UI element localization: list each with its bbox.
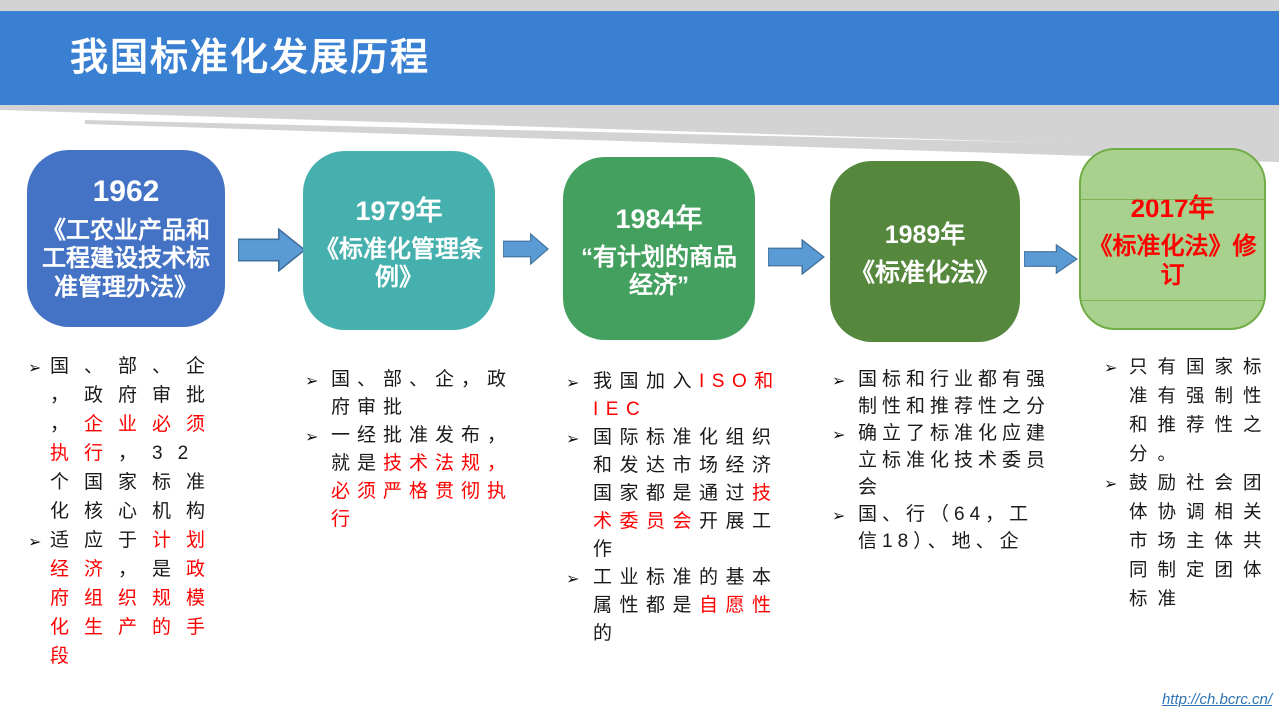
body-text: 只有国家标准有强制性和推荐性之分。	[1129, 356, 1272, 464]
list-item: ➢ 国标和行业都有强制性和推荐性之分	[832, 366, 1053, 420]
body-text: 的	[593, 623, 620, 644]
page-title: 我国标准化发展历程	[70, 37, 431, 79]
timeline-box-name: 《标准化法》修订	[1088, 233, 1257, 289]
list-item: ➢ 适应于计划经济，是政府组织规模化生产的手段	[28, 526, 226, 671]
timeline-box-1984: 1984年 “有计划的商品经济”	[563, 157, 755, 340]
arrow-bullet-icon: ➢	[305, 373, 319, 390]
bullet-list: ➢ 国标和行业都有强制性和推荐性之分 ➢ 确立了标准化应建立标准化技术委员会 ➢ 国、行（…	[832, 366, 1053, 555]
right-arrow-icon	[503, 233, 549, 265]
timeline-box-name: 《标准化管理条例》	[315, 235, 483, 291]
gray-wedge-decoration	[0, 105, 1279, 162]
list-item: ➢ 工业标准的基本属性都是自愿性的	[566, 564, 784, 648]
bullet-list: ➢ 国、部、企，政府审批 ➢ 一经批准发布，就是技术法规，必须严格贯彻执行	[305, 366, 519, 534]
list-item: ➢ 国、部、企，政府审批，企业必须执行，32个国家标准化核心机构	[28, 352, 226, 526]
timeline-box-year: 1984年	[615, 203, 703, 234]
arrow-bullet-icon: ➢	[832, 373, 846, 390]
body-text: 我国加入	[593, 371, 700, 392]
top-gray-strip	[0, 0, 1279, 11]
body-text: ，是	[118, 559, 187, 580]
body-text: 开展工作	[593, 511, 779, 560]
list-item: ➢ 我国加入ISO和IEC	[566, 368, 784, 424]
title-banner: 我国标准化发展历程	[0, 11, 1279, 106]
timeline-box-year: 2017年	[1130, 193, 1215, 224]
box-divider-line	[1081, 300, 1264, 301]
arrow-bullet-icon: ➢	[28, 360, 42, 377]
timeline-box-1962: 1962 《工农业产品和工程建设技术标准管理办法》	[27, 150, 225, 327]
bullet-list: ➢ 只有国家标准有强制性和推荐性之分。 ➢ 鼓励社会团体协调相关市场主体共同制定团体标…	[1104, 352, 1276, 613]
highlighted-text: 自愿性	[699, 595, 779, 616]
highlighted-text: 政府组织规模化生产的手段	[50, 559, 221, 667]
list-item: ➢ 确立了标准化应建立标准化技术委员会	[832, 420, 1053, 501]
arrow-bullet-icon: ➢	[28, 534, 42, 551]
gray-wedge-lower	[85, 120, 1279, 162]
box-divider-line	[1081, 199, 1264, 200]
body-text: 国、行（64，工信18）、地、企	[858, 504, 1034, 552]
arrow-bullet-icon: ➢	[1104, 476, 1118, 493]
body-text: 鼓励社会团体协调相关市场主体共同制定团体标准	[1129, 472, 1272, 609]
list-item: ➢ 国际标准化组织和发达市场经济国家都是通过技术委员会开展工作	[566, 424, 784, 564]
right-arrow-icon	[768, 239, 825, 275]
right-arrow-icon	[238, 228, 306, 272]
footer-link[interactable]: http://ch.bcrc.cn/	[1161, 691, 1272, 708]
arrow-bullet-icon: ➢	[305, 429, 319, 446]
timeline-box-year: 1979年	[355, 195, 443, 226]
arrow-bullet-icon: ➢	[566, 375, 580, 392]
body-text: 工业标准的基本属性都是	[593, 567, 779, 616]
arrow-bullet-icon: ➢	[566, 431, 580, 448]
bullet-list: ➢ 我国加入ISO和IEC ➢ 国际标准化组织和发达市场经济国家都是通过技术委员会开展…	[566, 368, 784, 648]
timeline-box-1989: 1989年《标准化法》	[830, 161, 1020, 342]
timeline-box-name: 《标准化法》	[849, 258, 1000, 287]
body-text: 确立了标准化应建立标准化技术委员会	[858, 423, 1051, 498]
arrow-bullet-icon: ➢	[1104, 360, 1118, 377]
right-arrow-icon	[1024, 244, 1078, 274]
highlighted-text: 技术委员会	[593, 483, 779, 532]
arrow-bullet-icon: ➢	[566, 571, 580, 588]
timeline-box-name: “有计划的商品经济”	[581, 243, 737, 299]
highlighted-text: 计划经济	[50, 530, 221, 580]
list-item: ➢ 国、部、企，政府审批	[305, 366, 519, 422]
arrow-bullet-icon: ➢	[832, 427, 846, 444]
list-item: ➢ 国、行（64，工信18）、地、企	[832, 501, 1053, 555]
highlighted-text: ISO和IEC	[593, 371, 781, 420]
arrow-bullet-icon: ➢	[832, 508, 846, 525]
body-text: 国、部、企，政府审批，	[50, 356, 221, 435]
timeline-box-year: 1962	[92, 175, 160, 209]
body-text: 国、部、企，政府审批	[331, 369, 514, 418]
timeline-box-1979: 1979年《标准化管理条例》	[303, 151, 495, 330]
list-item: ➢ 鼓励社会团体协调相关市场主体共同制定团体标准	[1104, 468, 1276, 613]
list-item: ➢ 只有国家标准有强制性和推荐性之分。	[1104, 352, 1276, 468]
body-text: 一经批准发布，就是	[331, 425, 514, 474]
timeline-box-name: 《工农业产品和工程建设技术标准管理办法》	[42, 217, 210, 301]
body-text: ，32个国家标准化核心机构	[50, 443, 221, 522]
highlighted-text: 技术法规，必须严格贯彻执行	[331, 453, 514, 530]
gray-wedge-upper	[0, 105, 1279, 150]
list-item: ➢ 一经批准发布，就是技术法规，必须严格贯彻执行	[305, 422, 519, 534]
highlighted-text: 企业必须执行	[50, 414, 221, 464]
timeline-box-2017: 2017年《标准化法》修订	[1079, 148, 1266, 330]
timeline-box-year: 1989年	[884, 220, 966, 249]
body-text: 国标和行业都有强制性和推荐性之分	[858, 369, 1051, 417]
body-text: 国际标准化组织和发达市场经济国家都是通过	[593, 427, 779, 504]
bullet-list: ➢ 国、部、企，政府审批，企业必须执行，32个国家标准化核心机构 ➢ 适应于计划经济，…	[28, 352, 226, 671]
body-text: 适应于	[50, 530, 153, 551]
